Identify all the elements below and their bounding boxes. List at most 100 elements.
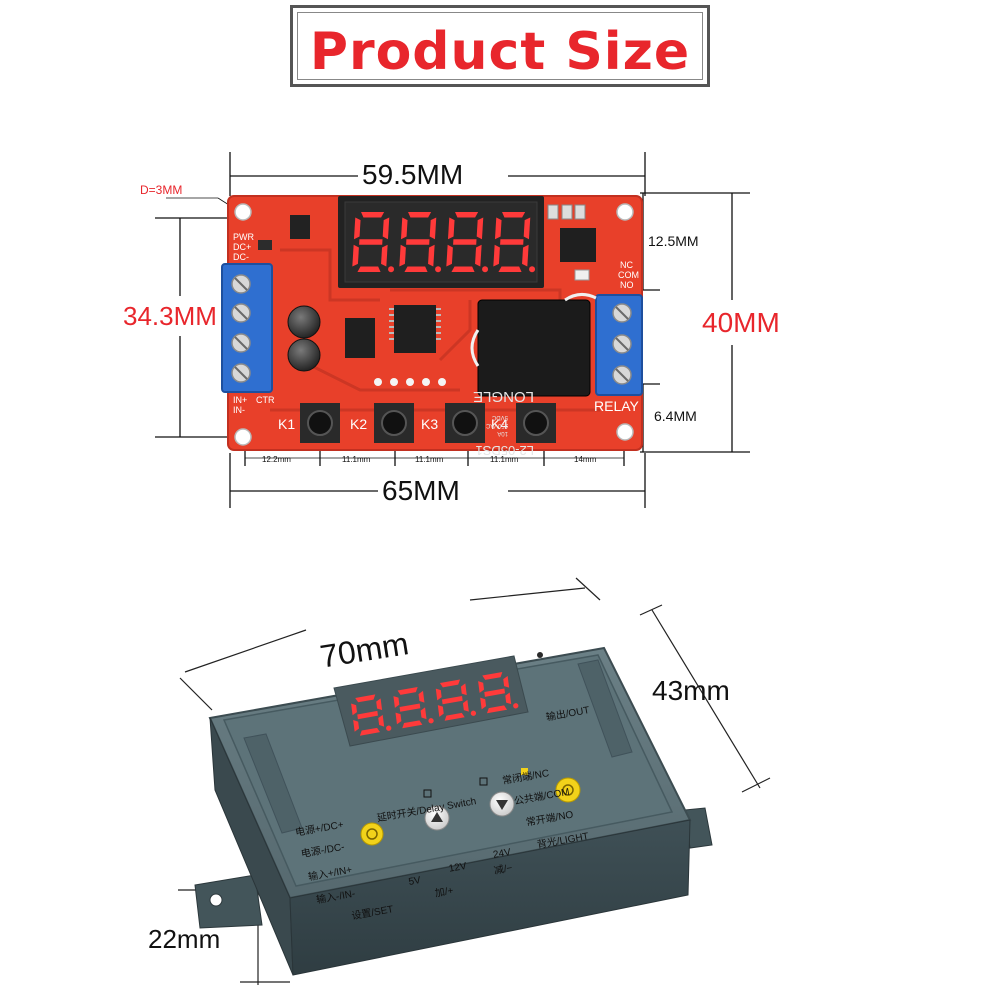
mounting-holes xyxy=(234,203,634,446)
title-frame: Product Size xyxy=(290,5,710,87)
enclosure-front-side xyxy=(289,819,691,976)
left-mount-flange xyxy=(194,874,263,929)
right-slot xyxy=(577,659,633,758)
light-button[interactable] xyxy=(555,777,581,803)
silk-in-minus: IN- xyxy=(233,405,245,415)
button-label-k2: K2 xyxy=(350,416,367,432)
decimal-point xyxy=(513,703,519,709)
left-slot xyxy=(243,733,303,834)
silk-dc-plus: DC+ xyxy=(233,242,251,252)
segment xyxy=(475,244,482,267)
dim-height-left: 34.3MM xyxy=(123,301,217,331)
silk-relay: RELAY xyxy=(594,398,640,414)
segment xyxy=(353,217,361,240)
segment xyxy=(376,698,383,711)
segment xyxy=(480,697,487,710)
dim-width-bottom: 65MM xyxy=(382,475,460,506)
segment xyxy=(486,705,508,714)
relay-print: LONGLE L2-05DS1 10A 250VAC 5VDC xyxy=(473,388,534,458)
silk-no: NO xyxy=(620,280,634,290)
segment xyxy=(447,217,455,240)
silk-com: COM xyxy=(618,270,639,280)
pcb-buttons xyxy=(300,403,556,443)
label-12v: 12V xyxy=(448,861,468,875)
segment xyxy=(404,266,428,272)
segment xyxy=(382,217,390,240)
dim-top-offset: 12.5MM xyxy=(648,233,699,249)
segment xyxy=(476,217,484,240)
segment xyxy=(498,266,522,272)
segment xyxy=(428,244,435,267)
segment xyxy=(493,244,500,267)
silk-in-plus: IN+ xyxy=(233,395,247,405)
segment xyxy=(418,690,425,703)
case-display-digits xyxy=(351,672,519,736)
button-label-k1: K1 xyxy=(278,416,295,432)
segment xyxy=(478,681,485,693)
segment xyxy=(494,217,502,240)
relay-model: L2-05DS1 xyxy=(475,443,534,458)
segment xyxy=(378,714,385,727)
segment xyxy=(420,707,427,720)
pcb-display-digits xyxy=(352,212,536,273)
segment xyxy=(393,696,400,708)
relay-terminal-block xyxy=(595,294,643,396)
segment xyxy=(522,244,529,267)
pcb-silkscreen: PWR DC+ DC- IN+ IN- CTR NC COM NO xyxy=(233,232,639,415)
out-led xyxy=(537,652,543,658)
segment xyxy=(453,239,477,245)
segment xyxy=(460,683,467,696)
silk-pwr: PWR xyxy=(233,232,254,242)
segment xyxy=(437,705,444,717)
segment xyxy=(400,217,408,240)
decimal-point xyxy=(386,725,392,731)
segment xyxy=(402,720,423,729)
segment xyxy=(523,217,531,240)
segment xyxy=(462,699,469,712)
page-title: Product Size xyxy=(309,22,691,82)
segment xyxy=(359,239,383,245)
silk-dc-minus: DC- xyxy=(233,252,249,262)
decimal-point xyxy=(529,266,536,273)
dim-bottom-offset: 6.4MM xyxy=(654,408,697,424)
spacing-label: 11.1mm xyxy=(342,455,371,464)
decimal-point xyxy=(435,266,442,273)
set-button[interactable] xyxy=(360,822,384,846)
button-spacing-labels: 12.2mm 11.1mm 11.1mm 11.1mm 14mm xyxy=(262,455,597,464)
segment xyxy=(446,244,453,267)
segment xyxy=(455,212,479,218)
segment xyxy=(503,675,510,688)
dim-length: 70mm xyxy=(318,625,411,674)
pcb-components xyxy=(258,204,596,386)
relay-spec: 5VDC xyxy=(491,414,508,420)
segment xyxy=(399,244,406,267)
silk-nc: NC xyxy=(620,260,633,270)
segment xyxy=(357,710,378,720)
case-buttons xyxy=(360,777,581,846)
button-label-k4: K4 xyxy=(491,416,508,432)
silk-ctr: CTR xyxy=(256,395,275,405)
relay-component xyxy=(470,293,597,397)
segment xyxy=(444,712,465,721)
enclosure-section: 输出/OUT 延时开关/Delay Switch 电源+/DC+ 电源-/DC-… xyxy=(148,577,771,985)
button-label-k3: K3 xyxy=(421,416,438,432)
segment xyxy=(408,212,432,218)
segment xyxy=(359,727,381,736)
decimal-point xyxy=(428,718,434,724)
segment xyxy=(435,688,442,701)
segment xyxy=(381,244,388,267)
segment xyxy=(395,712,402,725)
segment xyxy=(429,217,437,240)
segment xyxy=(505,692,512,705)
segment xyxy=(406,239,430,245)
voltage-markers xyxy=(423,768,528,798)
decimal-point xyxy=(470,710,477,716)
segment xyxy=(361,212,385,218)
segment xyxy=(451,266,475,272)
segment xyxy=(500,239,524,245)
segment xyxy=(397,686,418,695)
spacing-label: 12.2mm xyxy=(262,455,291,464)
label-5v: 5V xyxy=(408,875,422,888)
pcb-button-labels: K1 K2 K3 K4 xyxy=(278,416,508,432)
